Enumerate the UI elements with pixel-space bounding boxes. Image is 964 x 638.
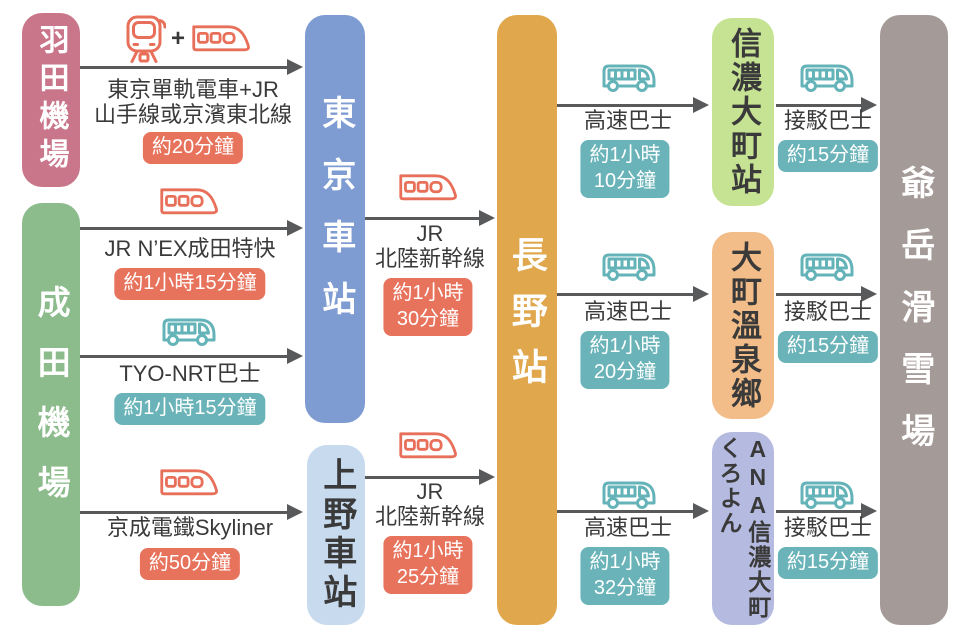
route-nex-duration-badge: 約1小時15分鐘 <box>114 268 266 300</box>
route-nagano-shinano-label: 高速巴士 <box>583 108 673 133</box>
node-ana-kuroyon-label: ANA信濃大町くろよん <box>716 435 771 620</box>
route-haneda-tokyo-label-line2: 山手線或京濱東北線 <box>93 102 293 127</box>
node-shinano-omachi-station: 信濃大町站 <box>712 18 774 206</box>
node-narita-label: 成田機場 <box>33 284 71 525</box>
duration-line2: 25分鐘 <box>396 566 460 588</box>
arrow-shinano-omachi-to-ski <box>776 96 877 113</box>
node-shinano-omachi-label: 信濃大町站 <box>726 27 762 197</box>
route-tokyo-nagano-duration-badge: 約1小時 30分鐘 <box>383 278 473 336</box>
route-tokyo-nagano-label-line1: JR <box>416 221 444 246</box>
duration-line2: 20分鐘 <box>593 361 657 383</box>
node-narita-airport: 成田機場 <box>22 203 80 606</box>
bus-icon <box>798 58 856 96</box>
route-omachi-ski-label: 接駁巴士 <box>783 299 873 324</box>
arrow-haneda-to-tokyo <box>80 58 303 75</box>
route-nex-label: JR N’EX成田特快 <box>104 236 276 261</box>
node-ski-resort: 爺岳滑雪場 <box>880 15 948 625</box>
node-haneda-label: 羽田機場 <box>34 24 68 176</box>
arrow-nagano-to-omachi-onsen <box>557 285 709 302</box>
node-tokyo-station: 東京車站 <box>305 15 365 423</box>
arrow-narita-to-ueno <box>80 503 303 520</box>
node-nagano-station: 長野站 <box>497 15 557 625</box>
route-ana-ski-duration-badge: 約15分鐘 <box>777 547 879 579</box>
train-icon <box>158 467 220 499</box>
route-tyo-nrt-duration-badge: 約1小時15分鐘 <box>114 393 266 425</box>
train-icon <box>397 430 459 462</box>
route-haneda-tokyo-label-line1: 東京單軌電車+JR <box>107 77 279 102</box>
route-tyo-nrt-label: TYO-NRT巴士 <box>119 361 261 386</box>
bus-icon <box>798 475 856 513</box>
route-skyliner-label: 京成電鐵Skyliner <box>106 515 274 540</box>
route-ueno-nagano-label-line2: 北陸新幹線 <box>374 504 486 529</box>
bus-icon <box>600 247 658 285</box>
duration-line2: 10分鐘 <box>593 170 657 192</box>
duration-line1: 約1小時 <box>589 144 661 166</box>
node-ueno-station-label: 上野車站 <box>317 457 356 613</box>
node-haneda-airport: 羽田機場 <box>22 13 80 187</box>
node-ski-resort-label: 爺岳滑雪場 <box>895 165 934 475</box>
node-nagano-station-label: 長野站 <box>506 236 548 404</box>
node-ueno-station: 上野車站 <box>307 445 365 625</box>
arrow-ana-kuroyon-to-ski <box>776 502 877 519</box>
duration-line1: 約1小時 <box>392 282 464 304</box>
arrow-nagano-to-ana-kuroyon <box>557 502 709 519</box>
duration-line2: 32分鐘 <box>593 577 657 599</box>
monorail-icon <box>122 14 166 64</box>
duration-line1: 約1小時 <box>392 540 464 562</box>
route-shinano-ski-label: 接駁巴士 <box>783 108 873 133</box>
arrow-omachi-onsen-to-ski <box>776 285 877 302</box>
bus-icon <box>600 58 658 96</box>
arrow-narita-to-tokyo-bus <box>80 347 303 364</box>
node-omachi-onsen-label: 大町溫泉鄉 <box>726 240 762 411</box>
bus-icon <box>160 312 218 350</box>
route-ueno-nagano-label-line1: JR <box>416 479 444 504</box>
route-tokyo-nagano-label-line2: 北陸新幹線 <box>374 246 486 271</box>
route-ana-ski-label: 接駁巴士 <box>783 515 873 540</box>
arrow-nagano-to-shinano-omachi <box>557 96 709 113</box>
route-haneda-tokyo-duration-badge: 約20分鐘 <box>142 132 244 164</box>
train-icon <box>190 23 252 55</box>
arrow-ueno-to-nagano <box>365 468 495 485</box>
route-nagano-ana-label: 高速巴士 <box>583 515 673 540</box>
route-nagano-shinano-duration-badge: 約1小時 10分鐘 <box>580 140 670 198</box>
route-nagano-omachi-label: 高速巴士 <box>583 299 673 324</box>
arrow-tokyo-to-nagano <box>365 209 495 226</box>
node-tokyo-station-label: 東京車站 <box>316 95 355 343</box>
bus-icon <box>798 247 856 285</box>
duration-line1: 約1小時 <box>589 335 661 357</box>
train-icon <box>158 186 220 218</box>
route-skyliner-duration-badge: 約50分鐘 <box>139 548 241 580</box>
route-ueno-nagano-duration-badge: 約1小時 25分鐘 <box>383 536 473 594</box>
node-ana-shinano-omachi-kuroyon: ANA信濃大町くろよん <box>712 432 774 625</box>
arrow-narita-to-tokyo-nex <box>80 219 303 236</box>
duration-line1: 約1小時 <box>589 551 661 573</box>
monorail-plus-train-icon: + <box>122 14 252 64</box>
route-shinano-ski-duration-badge: 約15分鐘 <box>777 140 879 172</box>
node-omachi-onsen: 大町溫泉鄉 <box>712 232 774 419</box>
duration-line2: 30分鐘 <box>396 308 460 330</box>
route-nagano-ana-duration-badge: 約1小時 32分鐘 <box>580 547 670 605</box>
route-omachi-ski-duration-badge: 約15分鐘 <box>777 331 879 363</box>
route-nagano-omachi-duration-badge: 約1小時 20分鐘 <box>580 331 670 389</box>
plus-sign: + <box>170 25 186 52</box>
bus-icon <box>600 475 658 513</box>
train-icon <box>397 172 459 204</box>
